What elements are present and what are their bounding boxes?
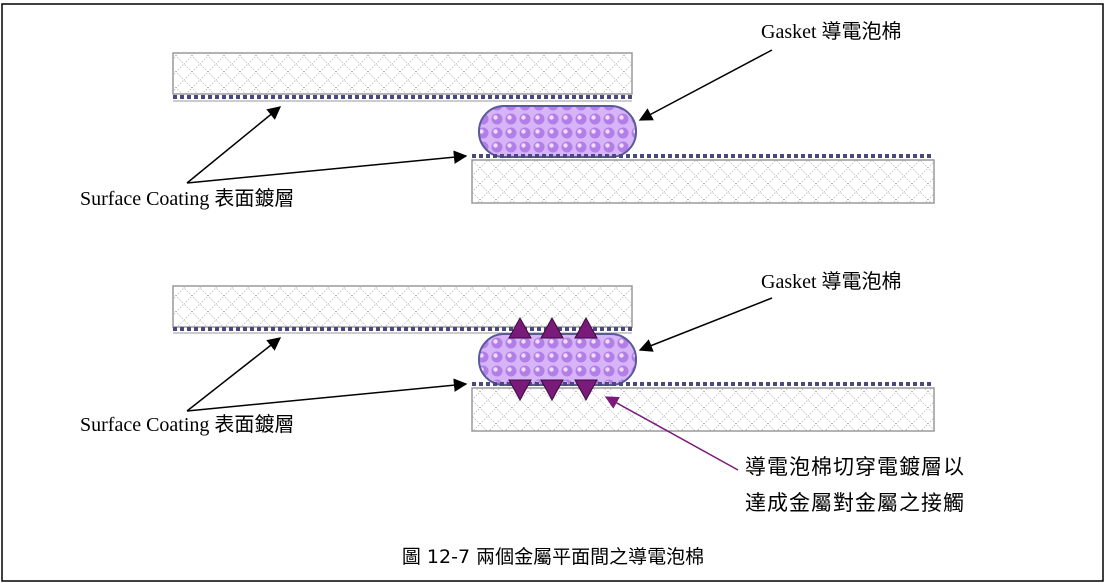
- coating-label: Surface Coating 表面鍍層: [80, 187, 294, 210]
- upper-metal-plate: [172, 52, 633, 95]
- lower-metal-plate: [471, 387, 935, 432]
- tooth-up-icon: [540, 316, 564, 339]
- coating-arrow-upper: [186, 337, 282, 412]
- panel-top: Gasket 導電泡棉 Surface Coating 表面鍍層: [80, 20, 935, 210]
- lower-metal-plate: [471, 159, 935, 204]
- tooth-down-icon: [540, 379, 564, 402]
- coating-label: Surface Coating 表面鍍層: [80, 413, 294, 436]
- figure-caption: 圖 12-7 兩個金屬平面間之導電泡棉: [402, 546, 704, 568]
- annotation-line-2: 達成金屬對金屬之接觸: [745, 491, 965, 515]
- coating-arrow-lower: [186, 150, 468, 184]
- penetration-teeth-bottom: [508, 379, 598, 402]
- gasket-foam: [478, 333, 637, 386]
- penetration-teeth-top: [508, 316, 598, 339]
- coating-arrow-lower: [186, 378, 468, 412]
- upper-metal-plate: [172, 285, 633, 328]
- figure-frame: [1, 3, 1104, 582]
- gasket-foam: [478, 105, 637, 158]
- gasket-arrow: [638, 49, 773, 121]
- gasket-label: Gasket 導電泡棉: [761, 270, 902, 293]
- tooth-up-icon: [574, 316, 598, 339]
- tooth-down-icon: [574, 379, 598, 402]
- coating-arrow-upper: [186, 106, 282, 184]
- tooth-up-icon: [508, 316, 532, 339]
- panel-bottom: Gasket 導電泡棉 Surface Coating 表面鍍層 導電泡棉切穿電…: [80, 270, 965, 515]
- tooth-down-icon: [508, 379, 532, 402]
- gasket-arrow: [638, 297, 773, 352]
- annotation-line-1: 導電泡棉切穿電鍍層以: [745, 455, 965, 479]
- gasket-label: Gasket 導電泡棉: [761, 20, 902, 43]
- annotation-arrow: [604, 396, 739, 471]
